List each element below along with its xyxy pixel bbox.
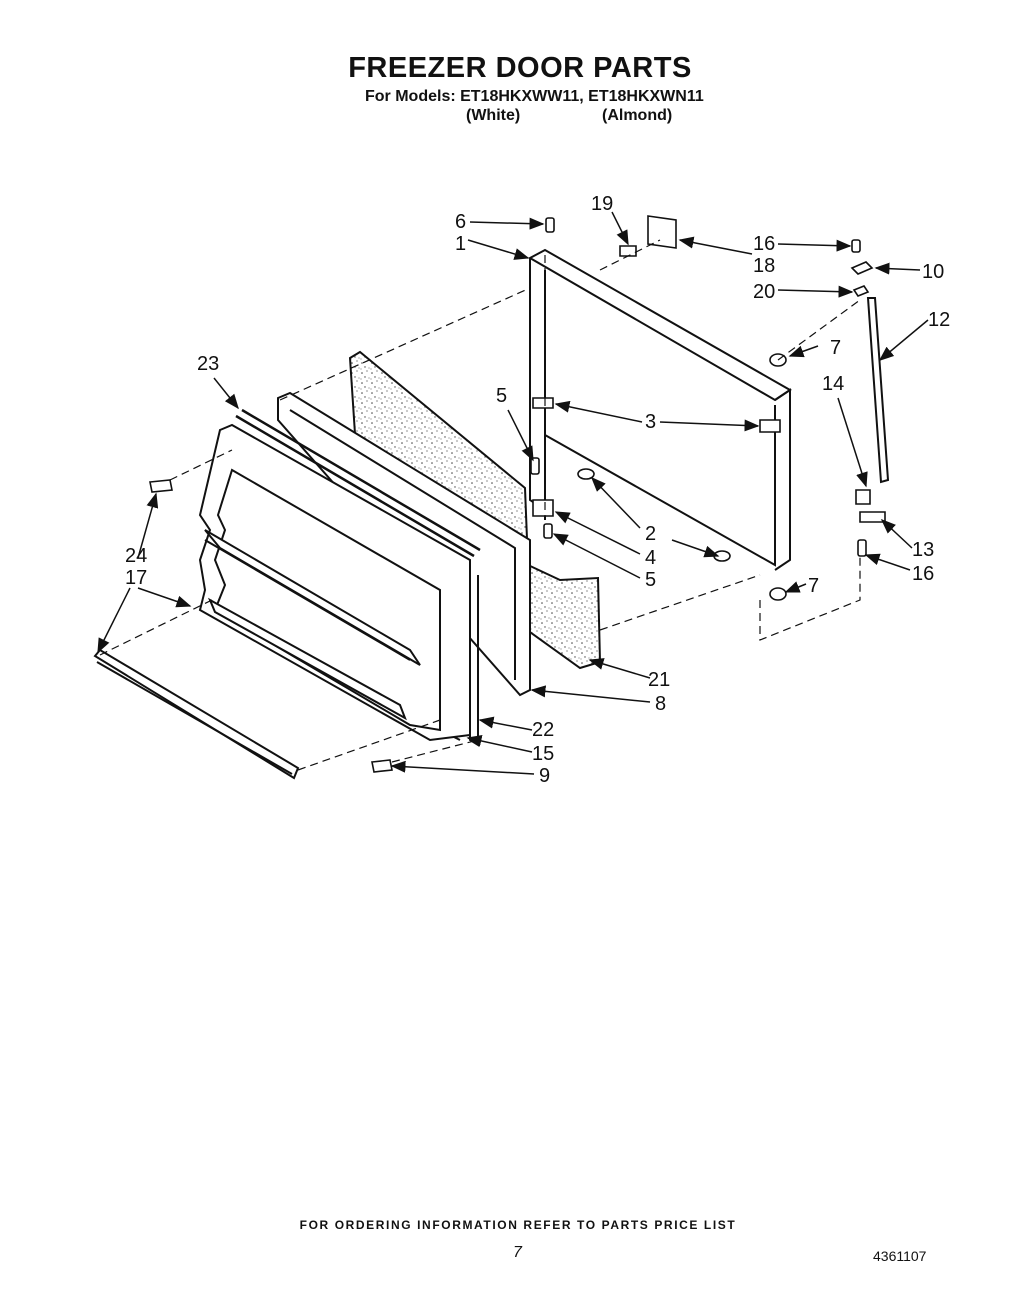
outer-door-panel xyxy=(198,423,471,742)
models-line: For Models: ET18HKXWW11, ET18HKXWN11 xyxy=(365,88,704,105)
callout-18: 18 xyxy=(753,255,775,277)
door-gasket xyxy=(235,408,481,558)
door-shelf-bar xyxy=(93,648,300,780)
callout-5-top: 5 xyxy=(496,385,507,407)
callout-4: 4 xyxy=(645,547,656,569)
callout-16-top: 16 xyxy=(753,233,775,255)
callout-5-bottom: 5 xyxy=(645,569,656,591)
callout-22: 22 xyxy=(532,719,554,741)
callout-15: 15 xyxy=(532,743,554,765)
color-white-label: (White) xyxy=(466,107,521,124)
callout-19: 19 xyxy=(591,193,613,215)
page-title: FREEZER DOOR PARTS xyxy=(348,52,692,84)
callout-16-bottom: 16 xyxy=(912,563,934,585)
callout-23: 23 xyxy=(197,353,219,375)
callout-8: 8 xyxy=(655,693,666,715)
callout-7-top: 7 xyxy=(830,337,841,359)
color-almond-label: (Almond) xyxy=(602,107,673,124)
callout-7-bottom: 7 xyxy=(808,575,819,597)
callout-12: 12 xyxy=(928,309,950,331)
ordering-footnote: FOR ORDERING INFORMATION REFER TO PARTS … xyxy=(299,1218,737,1232)
callout-9: 9 xyxy=(539,765,550,787)
callout-2: 2 xyxy=(645,523,656,545)
callout-17: 17 xyxy=(125,567,147,589)
document-number: 4361107 xyxy=(873,1248,927,1264)
callout-14: 14 xyxy=(822,373,844,395)
hardware-parts xyxy=(149,215,886,773)
callout-3: 3 xyxy=(645,411,656,433)
callout-20: 20 xyxy=(753,281,775,303)
callout-24: 24 xyxy=(125,545,147,567)
callout-6: 6 xyxy=(455,211,466,233)
callout-labels: 6 1 19 16 18 10 20 12 7 23 14 5 3 2 13 4… xyxy=(125,193,950,787)
callout-13: 13 xyxy=(912,539,934,561)
hinge-rod xyxy=(866,297,890,484)
callout-10: 10 xyxy=(922,261,944,283)
callout-1: 1 xyxy=(455,233,466,255)
callout-21: 21 xyxy=(648,669,670,691)
page-number: 7 xyxy=(513,1244,522,1261)
leader-lines xyxy=(97,211,929,775)
door-frame xyxy=(527,248,792,571)
